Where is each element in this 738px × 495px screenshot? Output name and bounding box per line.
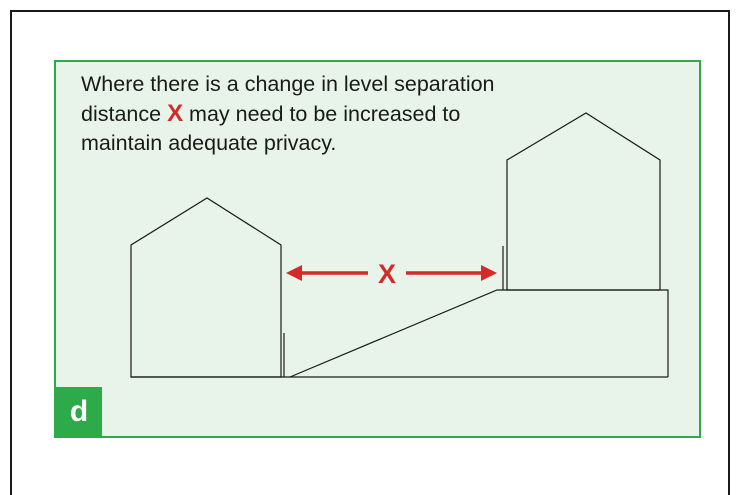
diagram-panel bbox=[54, 60, 701, 438]
right-house bbox=[506, 112, 661, 291]
caption-text-start: Where there is a change in level separat… bbox=[81, 72, 495, 126]
distance-label: X bbox=[377, 259, 396, 289]
distance-arrow-left-head bbox=[286, 265, 302, 281]
diagram-caption: Where there is a change in level separat… bbox=[81, 70, 541, 158]
distance-arrow-right-head bbox=[481, 265, 497, 281]
caption-distance-marker: X bbox=[167, 100, 184, 127]
left-house bbox=[130, 197, 282, 378]
panel-label-badge: d bbox=[56, 387, 102, 437]
raised-ground bbox=[289, 289, 669, 378]
caption-text-end: may need to be increased to maintain ade… bbox=[81, 102, 461, 155]
